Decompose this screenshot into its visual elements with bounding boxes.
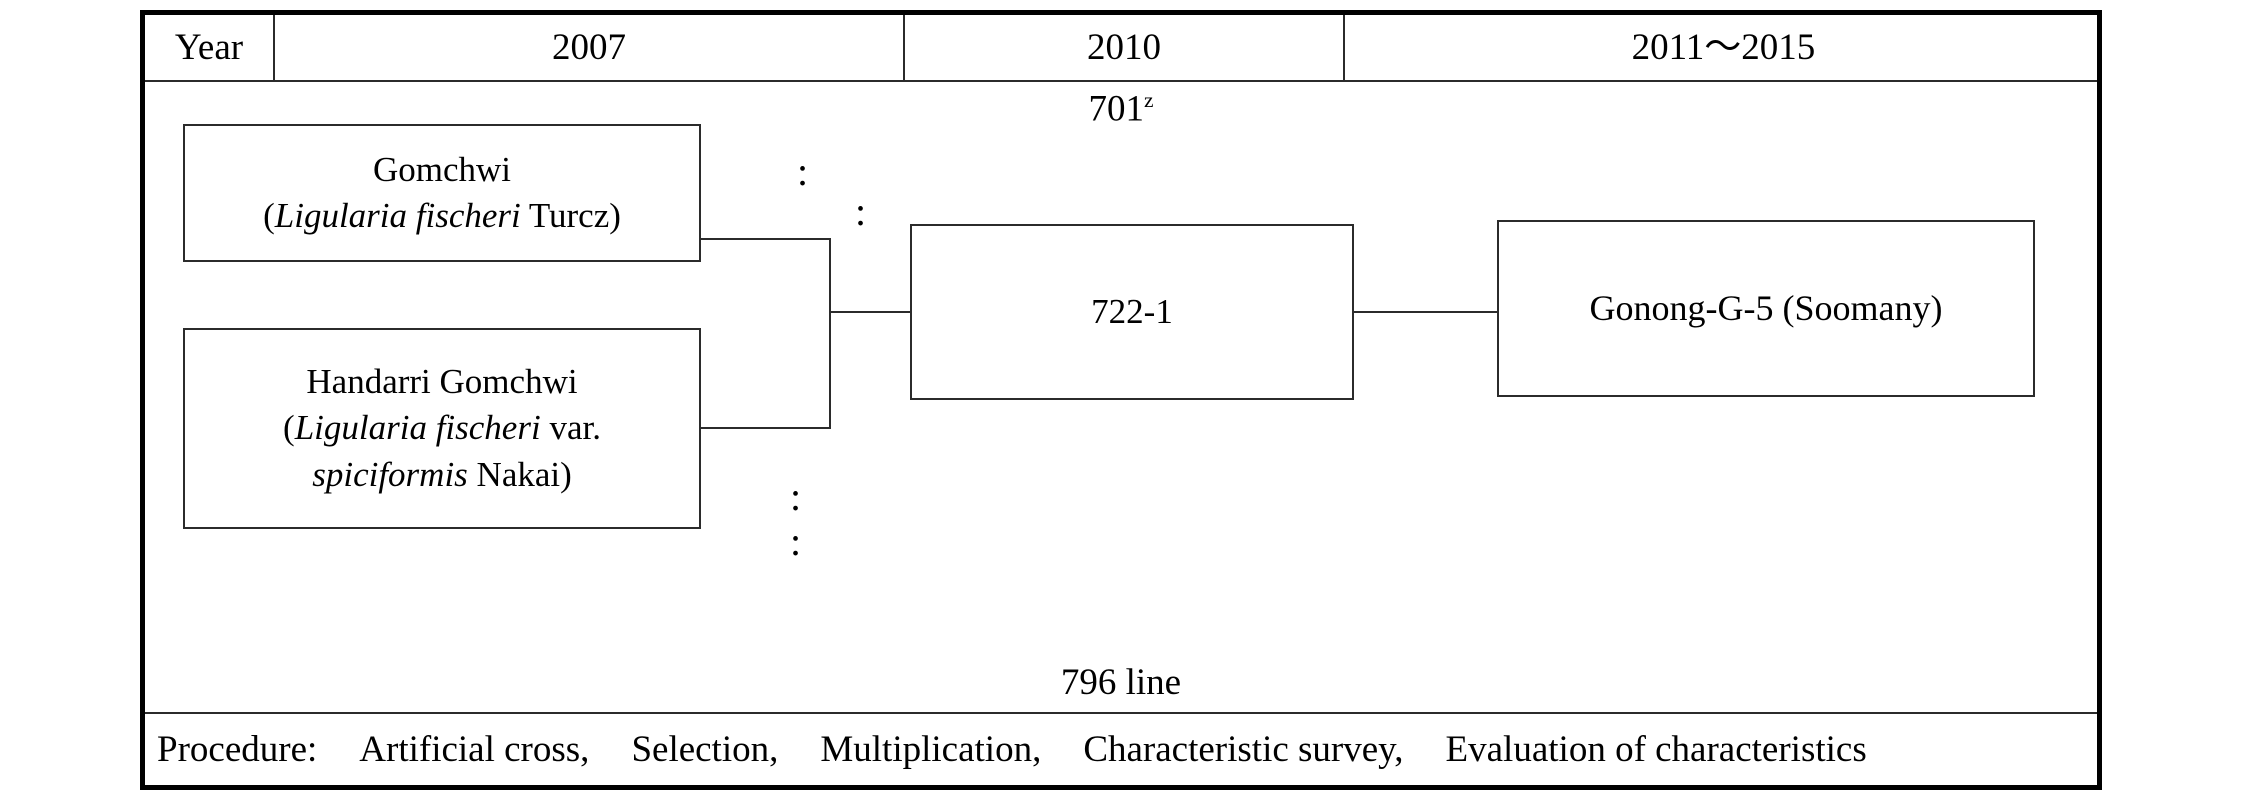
variety-name: spiciformis bbox=[312, 454, 468, 494]
procedure-step-selection: Selection, bbox=[631, 729, 779, 770]
header-cell-2010: 2010 bbox=[905, 15, 1345, 80]
paren-open: ( bbox=[283, 408, 295, 448]
species-name: Ligularia fischeri bbox=[294, 408, 541, 448]
node-selection-line: 722-1 bbox=[910, 224, 1354, 400]
connector-cross-bracket bbox=[829, 238, 831, 429]
breeding-process-table: Year 2007 2010 2011〜2015 701z : : : : bbox=[140, 10, 2102, 790]
connector-to-selection bbox=[829, 311, 912, 313]
ellipsis-mark-4: : bbox=[790, 519, 802, 564]
pedigree-diagram: 701z : : : : Gomchwi (Ligularia fischeri… bbox=[145, 82, 2097, 712]
rank-abbrev: var. bbox=[540, 408, 601, 448]
ellipsis-mark-3: : bbox=[790, 474, 802, 519]
node-parent-handarri-scientific-name-line2: spiciformis Nakai) bbox=[312, 452, 572, 498]
procedure-step-multiplication: Multiplication, bbox=[820, 729, 1042, 770]
connector-to-cultivar bbox=[1352, 311, 1499, 313]
node-parent-handarri-scientific-name-line1: (Ligularia fischeri var. bbox=[283, 405, 601, 451]
header-cell-year: Year bbox=[145, 15, 275, 80]
procedure-step-evaluation: Evaluation of characteristics bbox=[1445, 729, 1867, 770]
ellipsis-mark-1: : bbox=[797, 149, 809, 194]
authority: Nakai) bbox=[467, 454, 572, 494]
ellipsis-mark-2: : bbox=[855, 189, 867, 234]
node-parent-gomchwi-common-name: Gomchwi bbox=[372, 149, 512, 189]
node-parent-handarri-common-name: Handarri Gomchwi bbox=[306, 362, 578, 402]
authority: Turcz) bbox=[520, 196, 621, 235]
connector-handarri-stub bbox=[701, 427, 831, 429]
population-label-top: 701z bbox=[145, 88, 2097, 130]
procedure-step-artificial-cross: Artificial cross, bbox=[359, 729, 590, 770]
population-label-top-value: 701 bbox=[1088, 88, 1144, 130]
population-label-bottom: 796 line bbox=[1060, 662, 1182, 703]
procedure-label: Procedure: bbox=[157, 729, 318, 770]
table-header-row: Year 2007 2010 2011〜2015 bbox=[145, 15, 2097, 82]
header-cell-2007: 2007 bbox=[275, 15, 905, 80]
footnote-marker-z: z bbox=[1143, 88, 1154, 112]
procedure-row: Procedure: Artificial cross, Selection, … bbox=[145, 712, 2097, 785]
species-name: Ligularia fischeri bbox=[274, 196, 521, 235]
node-parent-gomchwi-scientific-name: (Ligularia fischeri Turcz) bbox=[263, 193, 621, 239]
node-parent-handarri: Handarri Gomchwi (Ligularia fischeri var… bbox=[183, 328, 701, 529]
procedure-step-characteristic-survey: Characteristic survey, bbox=[1083, 729, 1404, 770]
node-selection-line-label: 722-1 bbox=[1091, 291, 1173, 331]
node-cultivar-label: Gonong-G-5 (Soomany) bbox=[1589, 287, 1943, 328]
node-cultivar: Gonong-G-5 (Soomany) bbox=[1497, 220, 2035, 397]
node-parent-gomchwi: Gomchwi (Ligularia fischeri Turcz) bbox=[183, 124, 701, 262]
connector-gomchwi-stub bbox=[701, 238, 831, 240]
paren-open: ( bbox=[263, 196, 275, 235]
header-cell-2011-2015: 2011〜2015 bbox=[1631, 27, 1816, 68]
